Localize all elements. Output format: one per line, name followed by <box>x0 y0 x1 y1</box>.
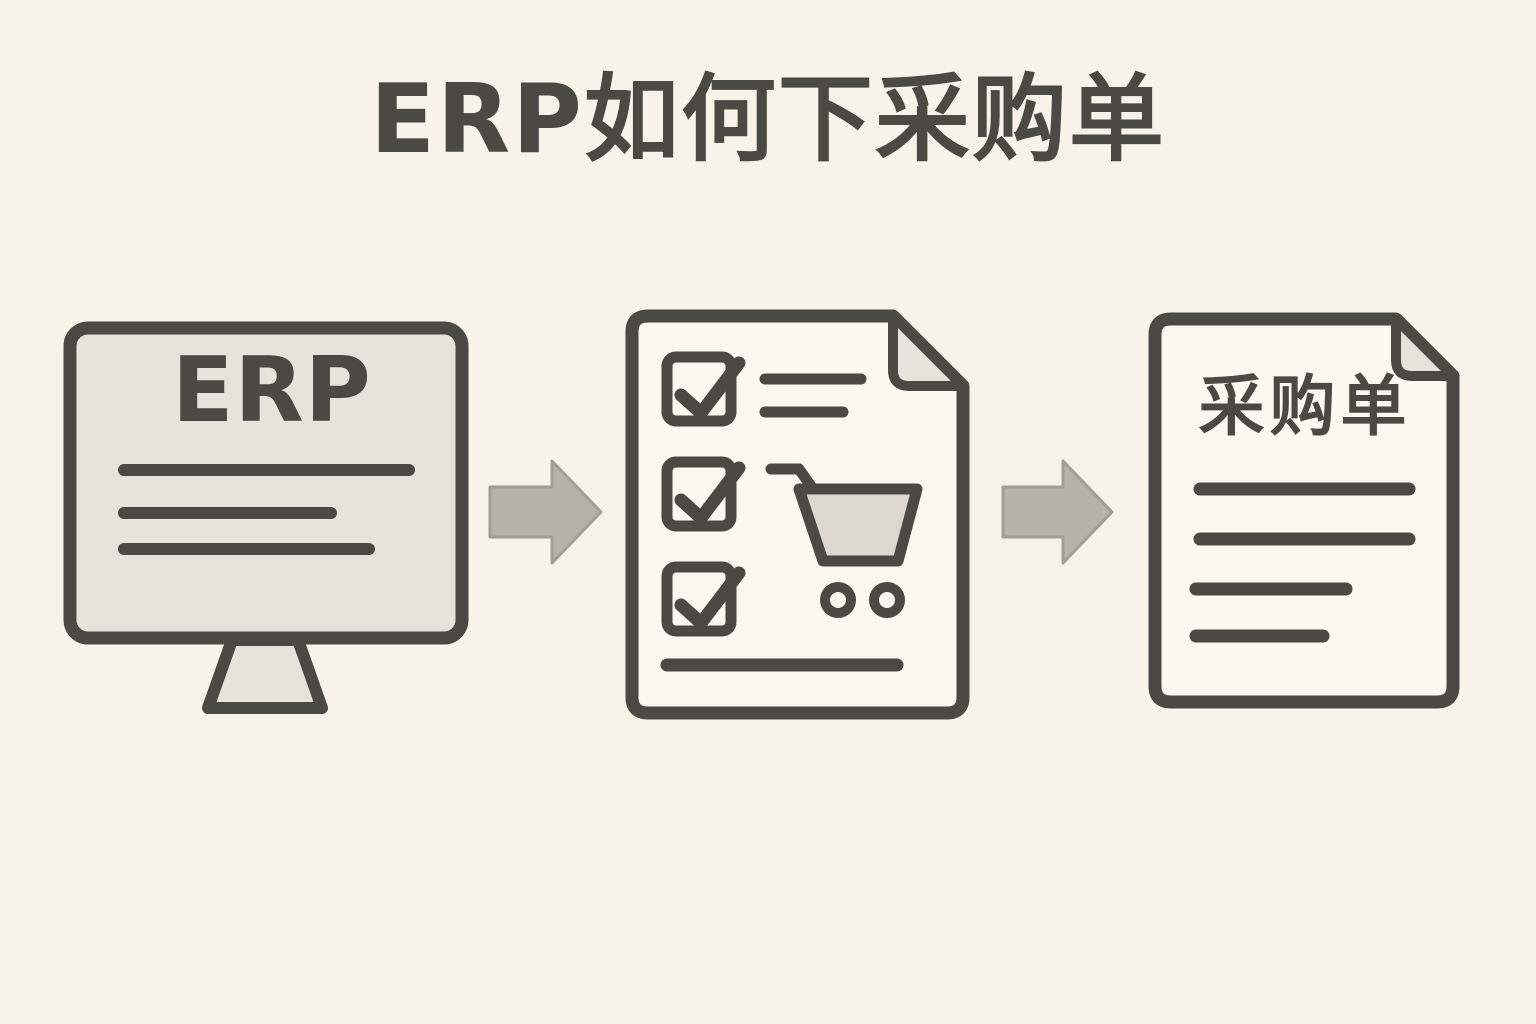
arrow-right-icon <box>1001 459 1114 565</box>
cart-wheel <box>820 582 856 618</box>
cart-wheel <box>869 582 905 618</box>
monitor-screen-label: ERP <box>172 338 372 443</box>
purchase-order-document-icon <box>1148 312 1460 709</box>
shopping-cart-icon <box>765 463 923 618</box>
folded-corner <box>1391 314 1458 381</box>
checklist-cart-document-icon <box>625 309 970 720</box>
cart-handle <box>765 463 819 495</box>
monitor-stand <box>202 634 328 714</box>
monitor-screen <box>63 321 469 645</box>
checkmark-icon <box>674 566 746 630</box>
folded-corner <box>888 311 968 391</box>
page-title: ERP如何下采购单 <box>370 65 1166 175</box>
cart-basket <box>793 483 923 567</box>
purchase-order-label: 采购单 <box>1198 368 1412 445</box>
checkmark-icon <box>674 461 746 525</box>
document-sheet <box>1148 312 1460 709</box>
checkmark-icon <box>674 356 746 420</box>
erp-monitor-icon <box>63 321 469 714</box>
arrow-right-icon <box>488 459 603 565</box>
